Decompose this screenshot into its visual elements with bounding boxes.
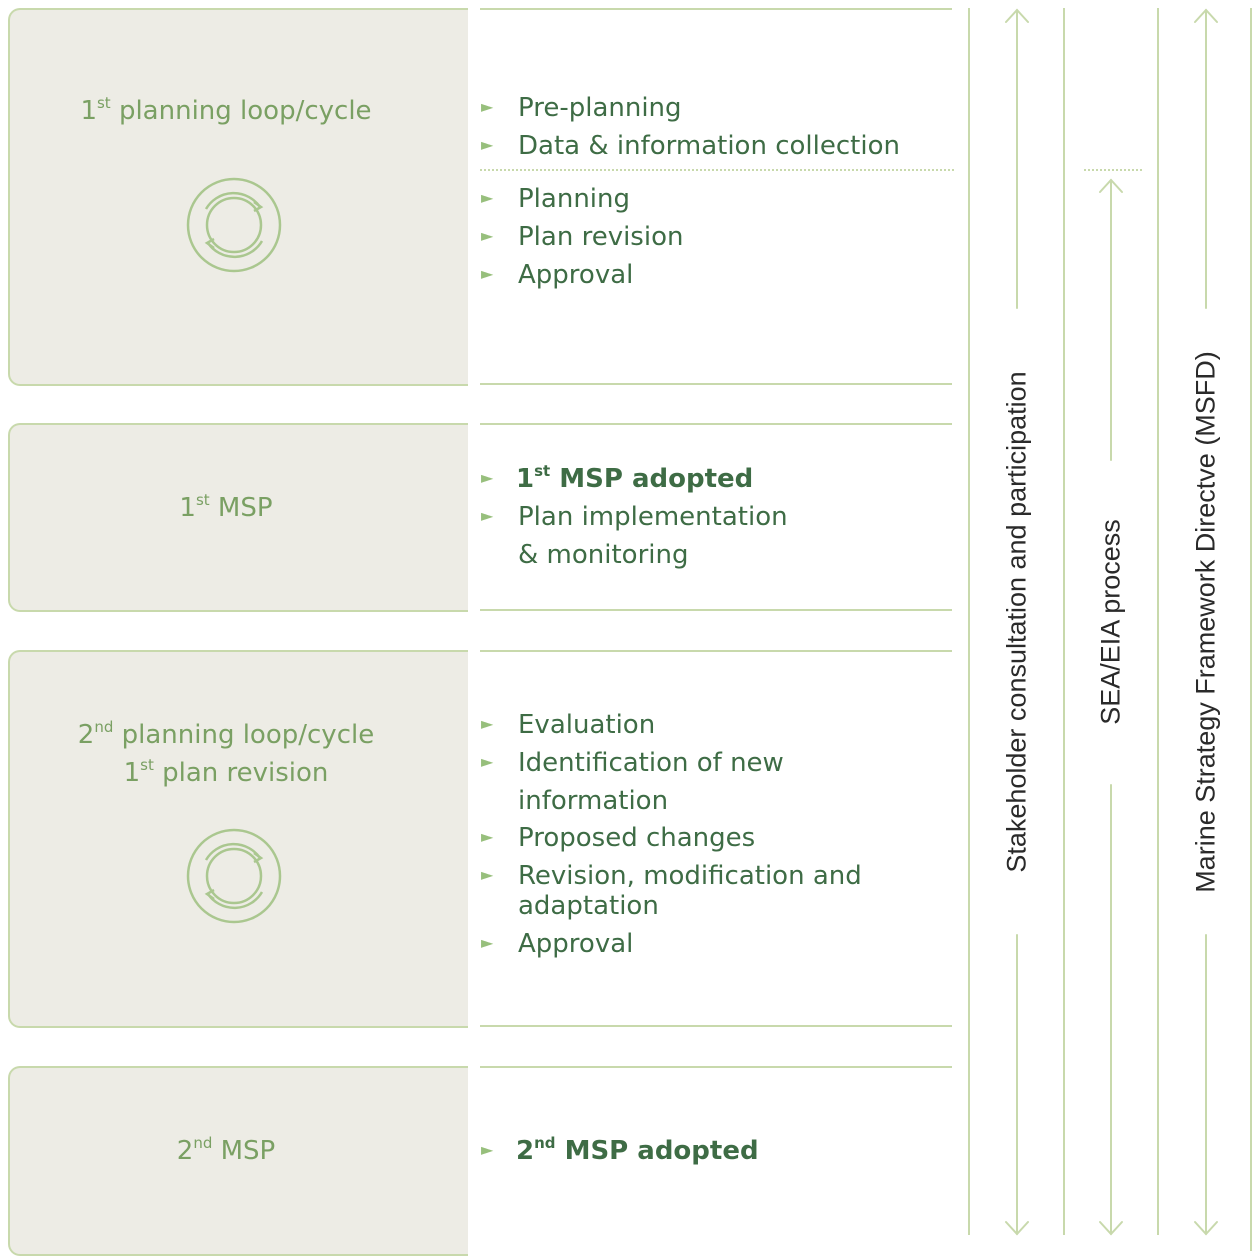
phase-divider [1084,169,1142,171]
list-item-continuation: & monitoring [518,540,689,570]
panel-top-line [480,1066,952,1068]
stage-box-2 [8,423,468,612]
list-item: Data & information collection [518,131,900,161]
stage-box-4 [8,1066,468,1256]
stage-box-1 [8,8,468,386]
cycle-icon [186,828,282,924]
panel-top-line [480,423,952,425]
panel-bottom-line [480,1025,952,1027]
list-item: 2nd MSP adopted [516,1134,759,1167]
bullet-icon: ► [481,827,494,846]
list-item: Pre-planning [518,93,682,123]
bullet-icon: ► [481,468,494,487]
list-item: Approval [518,929,634,959]
list-item-continuation: adaptation [518,891,659,921]
stage-title-4: 2nd MSP [176,1134,276,1167]
stage-title-1: 1st planning loop/cycle [80,94,372,127]
column-divider [1157,8,1159,1235]
bullet-icon: ► [481,933,494,952]
panel-top-line [480,650,952,652]
stage-title-3b: 1st plan revision [123,756,329,789]
bullet-icon: ► [481,752,494,771]
column-divider [968,8,970,1235]
bullet-icon: ► [481,188,494,207]
list-item: Planning [518,184,630,214]
sea-eia-label: SEA/EIA process [1095,519,1126,725]
bullet-icon: ► [481,97,494,116]
bullet-icon: ► [481,865,494,884]
list-item: Revision, modification and [518,861,862,891]
stage-title-2: 1st MSP [179,491,273,524]
list-item: Approval [518,260,634,290]
stakeholder-label: Stakeholder consultation and participati… [1001,371,1032,873]
list-item: Plan implementation [518,502,788,532]
bullet-icon: ► [481,1140,494,1159]
bullet-icon: ► [481,506,494,525]
panel-top-line [480,8,952,10]
column-divider [1063,8,1065,1235]
list-item: Identification of new [518,748,784,778]
bullet-icon: ► [481,714,494,733]
stage-box-3 [8,650,468,1028]
list-item: Evaluation [518,710,656,740]
panel-bottom-line [480,383,952,385]
list-item: Plan revision [518,222,684,252]
list-item: 1st MSP adopted [516,462,754,495]
bullet-icon: ► [481,264,494,283]
phase-divider [480,169,954,171]
msfd-label: Marine Strategy Framework Directve (MSFD… [1190,351,1221,893]
panel-bottom-line [480,609,952,611]
column-divider [1250,8,1252,1251]
list-item-continuation: information [518,786,669,816]
cycle-icon [186,177,282,273]
bullet-icon: ► [481,135,494,154]
bullet-icon: ► [481,226,494,245]
stage-title-3a: 2nd planning loop/cycle [77,718,375,751]
list-item: Proposed changes [518,823,756,853]
